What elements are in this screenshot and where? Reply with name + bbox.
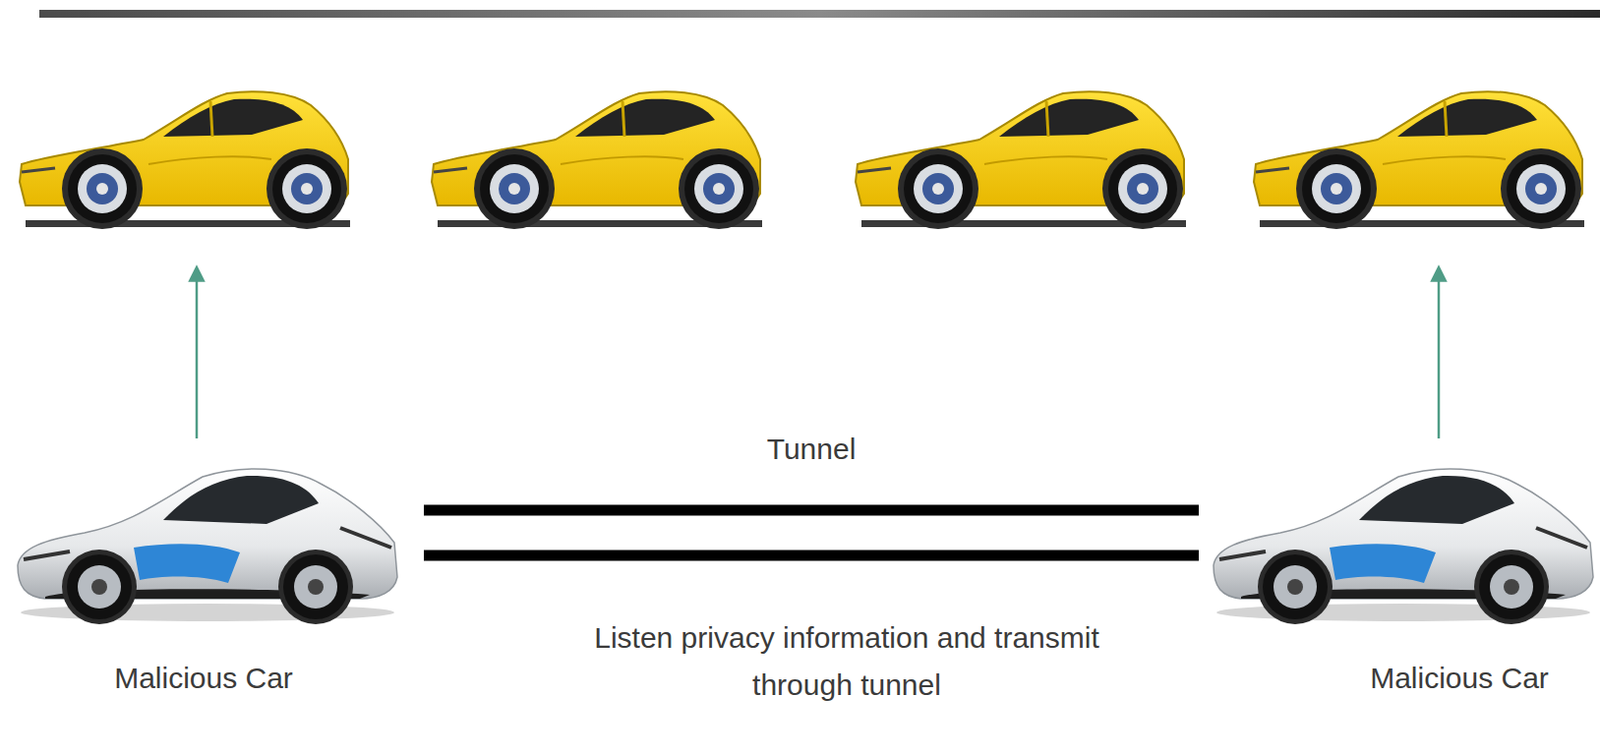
tunnel-group [422,533,1200,534]
attack-arrow [1437,273,1441,439]
tunnel-line [423,505,1199,562]
attack-arrow [195,273,199,439]
malicious-car-picture [1213,469,1594,625]
yellow-car [855,91,1186,230]
car-label: Malicious Car [1331,660,1588,697]
yellow-car [1253,91,1585,230]
top-bar [39,9,1600,18]
car-node: Malicious Car [1198,442,1593,709]
edge-label: Tunnel [614,431,1008,468]
yellow-car [19,91,351,230]
note-text: Listen privacy information and transmit … [581,614,1113,710]
car-label: Malicious Car [75,660,332,697]
yellow-car [431,91,763,230]
tunnel-gap [422,516,1200,551]
car-node: Malicious Car [9,442,424,709]
malicious-car-picture [17,469,398,625]
